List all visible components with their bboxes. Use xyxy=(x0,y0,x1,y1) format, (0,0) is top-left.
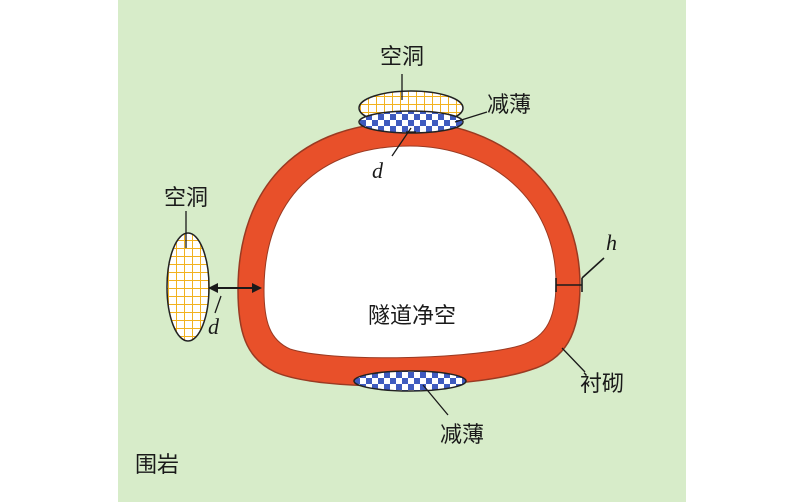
thinning-top xyxy=(358,110,464,134)
label-d-left: d xyxy=(208,314,220,339)
leader-thinning-bottom xyxy=(422,384,449,416)
label-lining: 衬砌 xyxy=(580,372,624,397)
leader-d-left xyxy=(214,295,222,314)
label-thinning-bottom: 减薄 xyxy=(440,423,484,448)
label-d-top: d xyxy=(372,158,384,183)
tunnel-clearance xyxy=(263,145,557,359)
label-void-top: 空洞 xyxy=(380,45,424,70)
thinning-bottom xyxy=(353,370,467,392)
d-left-arrow xyxy=(208,283,262,293)
label-void-left: 空洞 xyxy=(164,186,208,211)
leader-thinning-top xyxy=(454,111,488,123)
label-thinning-top: 减薄 xyxy=(487,93,531,118)
label-surrounding-rock: 围岩 xyxy=(135,453,179,478)
label-clearance: 隧道净空 xyxy=(368,304,456,329)
h-dimension xyxy=(555,257,605,292)
leader-d-top xyxy=(391,127,412,157)
leader-lining xyxy=(561,347,586,373)
label-h: h xyxy=(606,230,617,255)
void-left xyxy=(166,232,210,342)
